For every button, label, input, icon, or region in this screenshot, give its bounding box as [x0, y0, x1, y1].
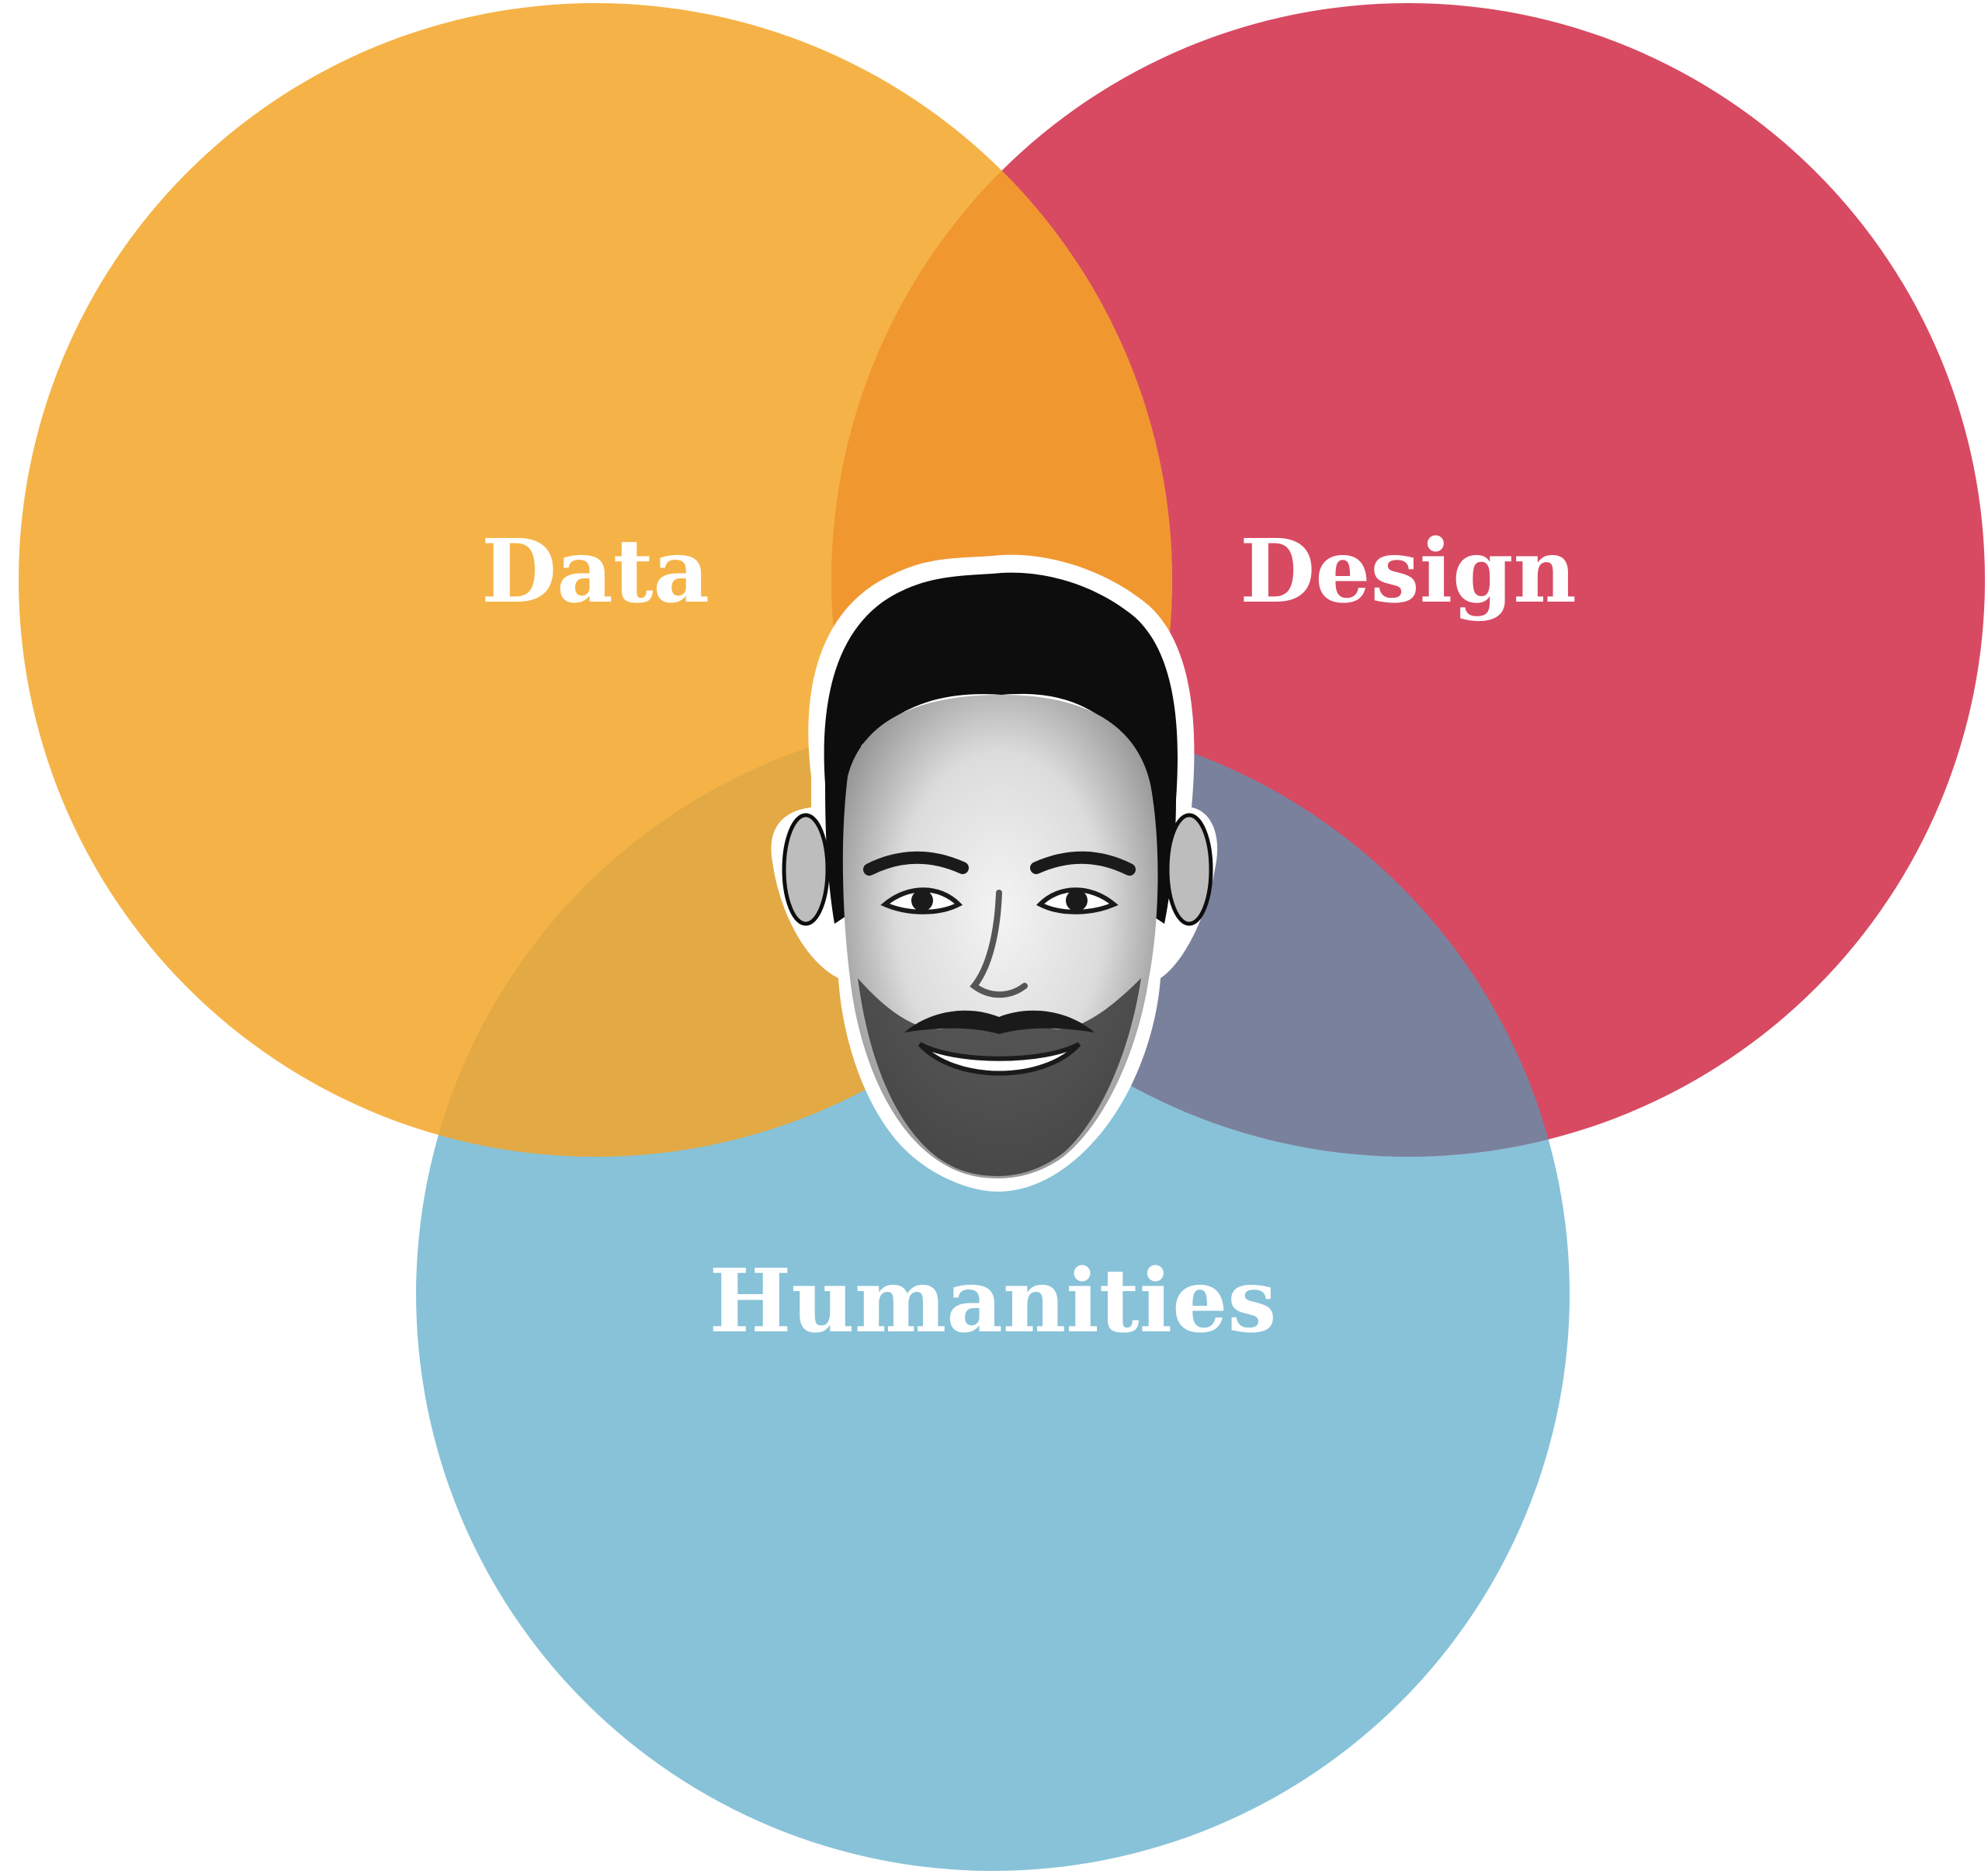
humanities-label: Humanities: [710, 1251, 1277, 1352]
design-label: Design: [1240, 521, 1577, 623]
data-label: Data: [481, 521, 710, 623]
face-portrait-icon: [771, 554, 1218, 1192]
